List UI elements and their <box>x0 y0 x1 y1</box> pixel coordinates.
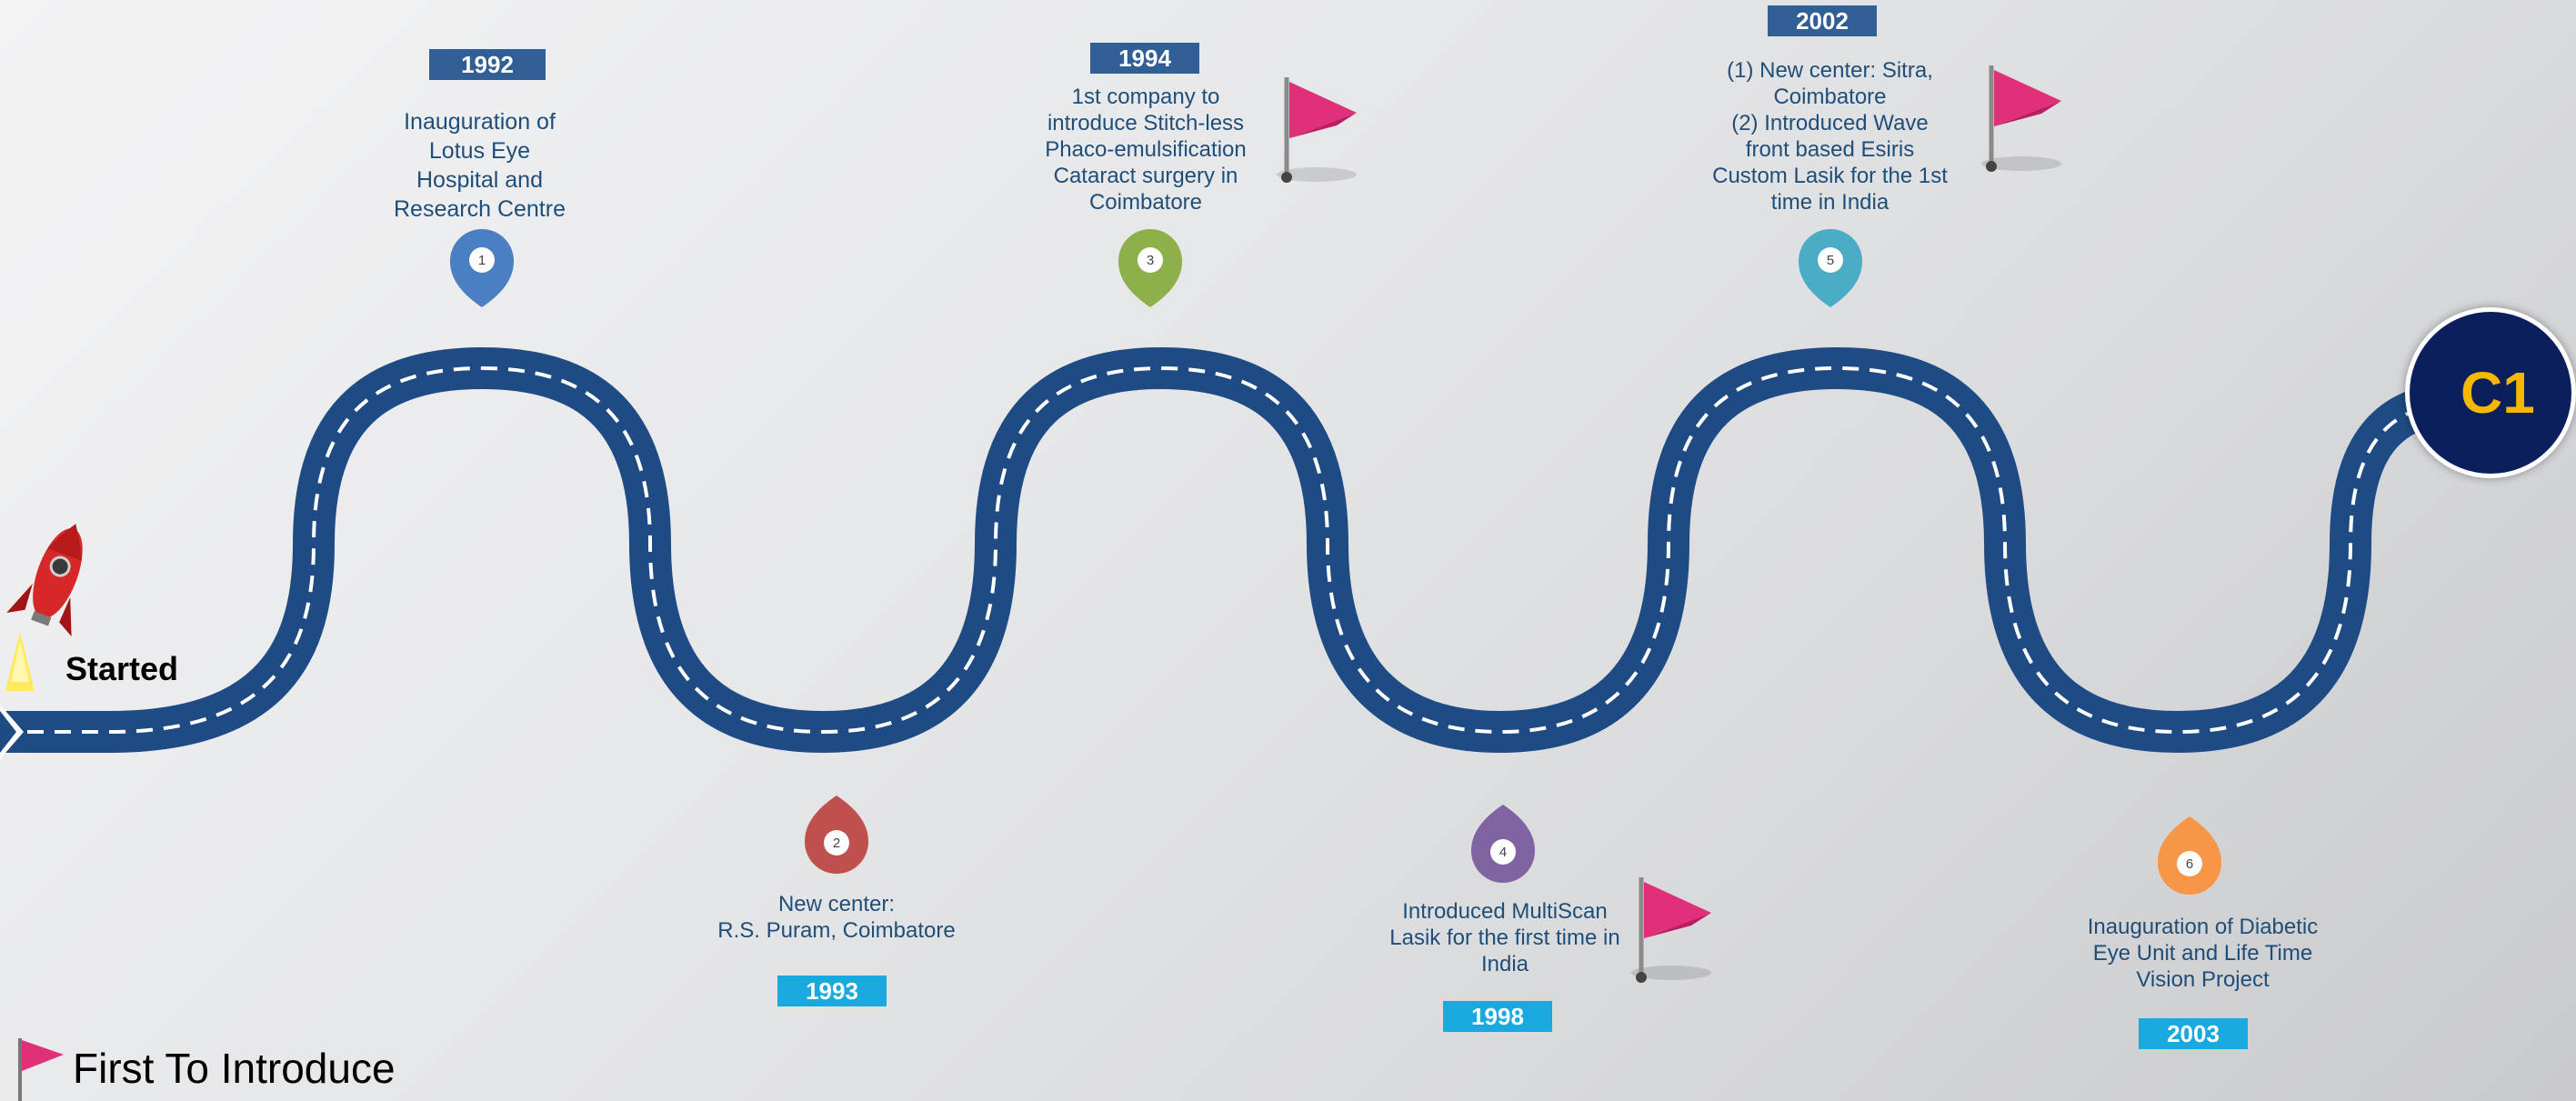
year-label-1998: 1998 <box>1443 1001 1552 1032</box>
badge-text: C1 <box>2461 360 2535 425</box>
rocket-icon <box>5 524 83 691</box>
year-label-2003: 2003 <box>2139 1018 2248 1049</box>
year-label-1992: 1992 <box>429 49 546 80</box>
start-label: Started <box>65 650 179 687</box>
c1-badge: C1 <box>2405 307 2576 478</box>
year-label-2002: 2002 <box>1768 5 1877 36</box>
milestone-2-description: New center:R.S. Puram, Coimbatore <box>717 892 956 943</box>
year-label-1994: 1994 <box>1090 43 1199 74</box>
year-label-1993: 1993 <box>777 976 887 1006</box>
legend-flag-icon <box>18 1038 64 1101</box>
legend-label: First To Introduce <box>73 1045 396 1092</box>
milestone-5-description: (1) New center: Sitra,Coimbatore(2) Intr… <box>1712 58 1948 215</box>
